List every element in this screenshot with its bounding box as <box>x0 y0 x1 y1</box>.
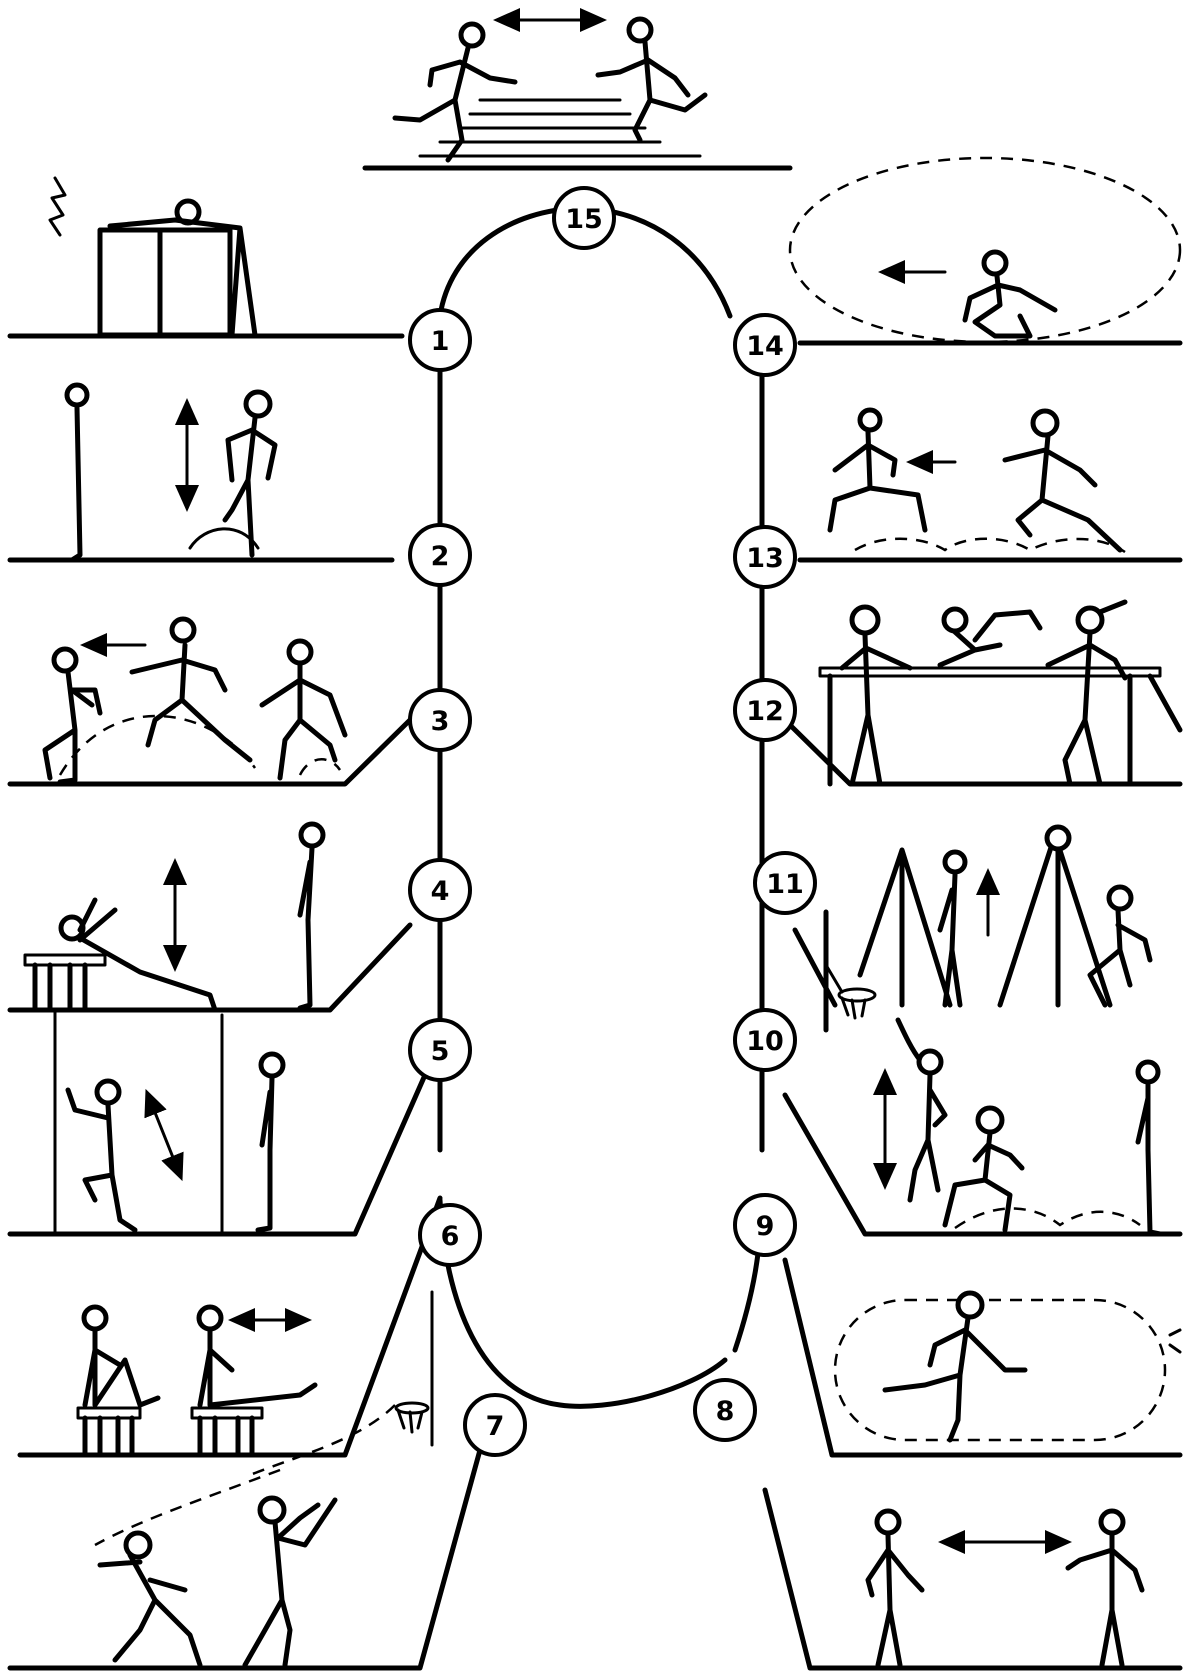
exercise-1-box <box>50 178 255 335</box>
station-number: 15 <box>565 204 603 235</box>
station-13: 13 <box>735 527 795 587</box>
exercise-8-walk <box>868 1511 1142 1665</box>
station-8: 8 <box>695 1380 755 1440</box>
station-4: 4 <box>410 860 470 920</box>
station-3: 3 <box>410 690 470 750</box>
station-11: 11 <box>755 853 815 913</box>
station-number: 13 <box>746 543 784 574</box>
station-15: 15 <box>554 188 614 248</box>
station-2: 2 <box>410 525 470 585</box>
exercise-13-bounding <box>830 410 1125 552</box>
station-number: 8 <box>716 1396 735 1427</box>
exercise-2-knee-raise <box>67 385 275 560</box>
station-number: 12 <box>746 696 784 727</box>
station-number: 9 <box>756 1211 775 1242</box>
exercise-5-step-ups <box>55 1010 283 1234</box>
runner-figure <box>395 24 515 160</box>
circuit-track <box>440 208 762 1406</box>
runner-figure <box>598 19 705 140</box>
station-number: 3 <box>431 706 450 737</box>
exercise-4-pushups <box>25 824 323 1010</box>
station-number: 14 <box>746 331 784 362</box>
exercise-12-vault-bar <box>820 602 1180 784</box>
station-number: 10 <box>746 1026 784 1057</box>
exercise-15-shuttle-run <box>395 19 705 160</box>
station-5: 5 <box>410 1020 470 1080</box>
station-number: 11 <box>766 869 804 900</box>
exercise-10-jumps <box>885 1020 1160 1234</box>
floor-lines <box>10 168 1180 1668</box>
station-7: 7 <box>465 1395 525 1455</box>
station-6: 6 <box>420 1205 480 1265</box>
station-number: 4 <box>431 876 450 907</box>
exercise-3-hops <box>45 619 345 782</box>
exercise-7-ball-throw <box>95 1292 432 1665</box>
station-number: 7 <box>486 1411 505 1442</box>
exercise-9-oval-run <box>835 1293 1180 1440</box>
exercise-6-bench-legs <box>78 1307 315 1455</box>
station-number: 1 <box>431 326 450 357</box>
exercise-14-squat-oval <box>790 158 1180 342</box>
station-10: 10 <box>735 1010 795 1070</box>
station-14: 14 <box>735 315 795 375</box>
station-9: 9 <box>735 1195 795 1255</box>
station-number: 6 <box>441 1221 460 1252</box>
station-number: 2 <box>431 541 450 572</box>
exercise-11-jump-poles <box>826 827 1150 1030</box>
station-number: 5 <box>431 1036 450 1067</box>
station-1: 1 <box>410 310 470 370</box>
station-12: 12 <box>735 680 795 740</box>
